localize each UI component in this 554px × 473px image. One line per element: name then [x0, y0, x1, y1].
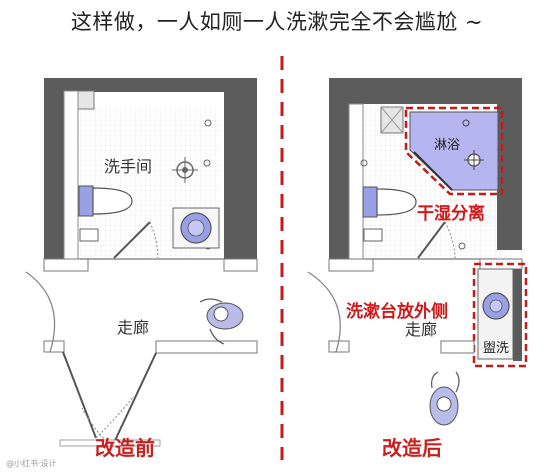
- wall: [223, 258, 258, 272]
- person-icon: [429, 371, 460, 426]
- before-plan: [25, 78, 258, 448]
- wall: [348, 103, 364, 260]
- wall: [440, 340, 475, 354]
- sink-icon: [172, 207, 220, 249]
- sink-outside-note: 洗漱台放外侧: [346, 302, 448, 322]
- wall: [497, 78, 522, 250]
- wall: [328, 258, 374, 272]
- shower-drain-icon: [464, 150, 484, 170]
- after-corridor-label: 走廊: [405, 320, 438, 339]
- before-caption: 改造前: [95, 436, 155, 460]
- basin-label: 盥洗: [483, 341, 510, 356]
- wall: [43, 340, 65, 353]
- person-icon: [199, 298, 244, 345]
- before-room-label: 洗手间: [104, 157, 153, 176]
- wall: [155, 340, 258, 354]
- page-title: 这样做，一人如厕一人洗漱完全不会尴尬 ~: [70, 10, 484, 34]
- basin-icon: [482, 292, 510, 320]
- shower-highlight: [404, 106, 504, 196]
- watermark: @小红书·设计: [6, 459, 57, 468]
- wall: [329, 78, 349, 259]
- after-caption: 改造后: [382, 436, 442, 460]
- toilet-icon: [78, 185, 133, 217]
- toilet-icon: [362, 186, 417, 218]
- floor-drain-icon: [172, 157, 198, 183]
- wall: [63, 90, 79, 260]
- wall: [349, 78, 522, 104]
- after-plan: [307, 78, 528, 426]
- before-corridor-label: 走廊: [117, 318, 150, 337]
- basin-highlight: [472, 262, 528, 368]
- wall: [224, 78, 257, 259]
- wall: [64, 78, 257, 92]
- wall: [513, 269, 522, 361]
- shower-label: 淋浴: [434, 138, 461, 153]
- wall: [44, 78, 64, 259]
- wall: [77, 90, 95, 110]
- wall: [43, 258, 89, 272]
- dry-wet-separation-label: 干湿分离: [417, 204, 485, 224]
